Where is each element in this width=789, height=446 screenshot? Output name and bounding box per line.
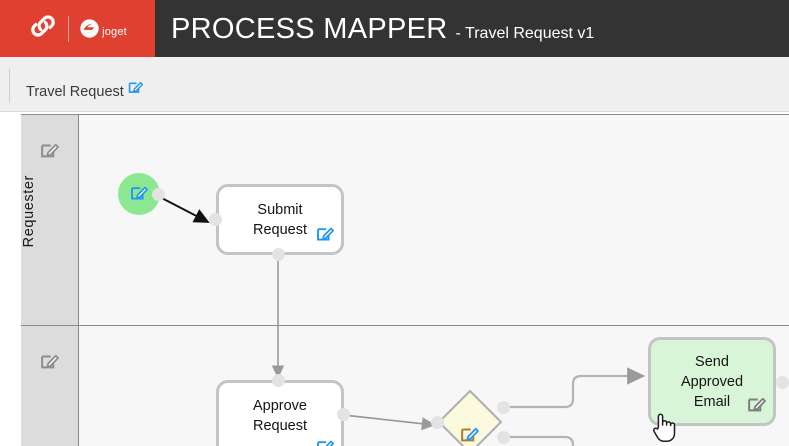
joget-wordmark: joget [102,26,127,38]
page-subtitle: - Travel Request v1 [455,24,595,42]
joget-logo-icon: joget [79,18,127,39]
tab-bar: Travel Request [0,57,789,112]
node-label: Submit Request [252,201,307,238]
connection-handle[interactable] [209,213,222,226]
page-title: PROCESS MAPPER [171,12,448,45]
connection-handle[interactable] [497,431,510,444]
chain-link-icon [28,11,58,46]
swimlane-approver-header[interactable] [21,326,79,446]
connection-handle[interactable] [497,401,510,414]
connector-layer [153,193,789,446]
app-header: joget PROCESS MAPPER - Travel Request v1 [0,0,789,57]
tab-travel-request[interactable]: Travel Request [26,57,148,111]
edit-pencil-icon[interactable] [127,68,144,100]
connection-handle[interactable] [152,188,165,201]
node-gateway[interactable] [437,389,503,446]
edit-pencil-icon[interactable] [39,139,60,165]
swimlane-requester-header[interactable]: Requester [21,115,79,325]
edit-pencil-icon[interactable] [39,350,60,376]
tab-label: Travel Request [26,84,124,100]
connector-gateway-to-lower-branch [504,435,575,446]
connector-gateway-to-email [504,367,646,409]
node-submit-request[interactable]: Submit Request [216,184,344,255]
tab-bar-left-divider [9,69,10,103]
node-send-approved-email[interactable]: Send Approved Email [648,337,776,426]
connection-handle[interactable] [776,376,789,389]
connector-approve-to-gateway [342,414,436,431]
brand-logo-block[interactable]: joget [0,0,155,57]
connection-handle[interactable] [337,408,350,421]
edit-pencil-icon[interactable] [315,436,335,446]
edit-pencil-icon[interactable] [746,393,767,419]
edit-pencil-icon[interactable] [129,182,149,207]
node-layer: Submit Request Approve Request [0,112,789,446]
process-diagram-canvas[interactable]: Requester [0,112,789,446]
connection-handle[interactable] [272,374,285,387]
edit-pencil-icon[interactable] [459,423,480,446]
connection-handle[interactable] [431,416,444,429]
logo-divider [68,15,70,42]
connection-handle[interactable] [272,248,285,261]
header-title-block: PROCESS MAPPER - Travel Request v1 [155,14,594,44]
edit-pencil-icon[interactable] [315,223,335,248]
node-label: Send Approved Email [680,353,744,410]
node-approve-request[interactable]: Approve Request [216,380,344,446]
node-label: Approve Request [252,398,307,434]
